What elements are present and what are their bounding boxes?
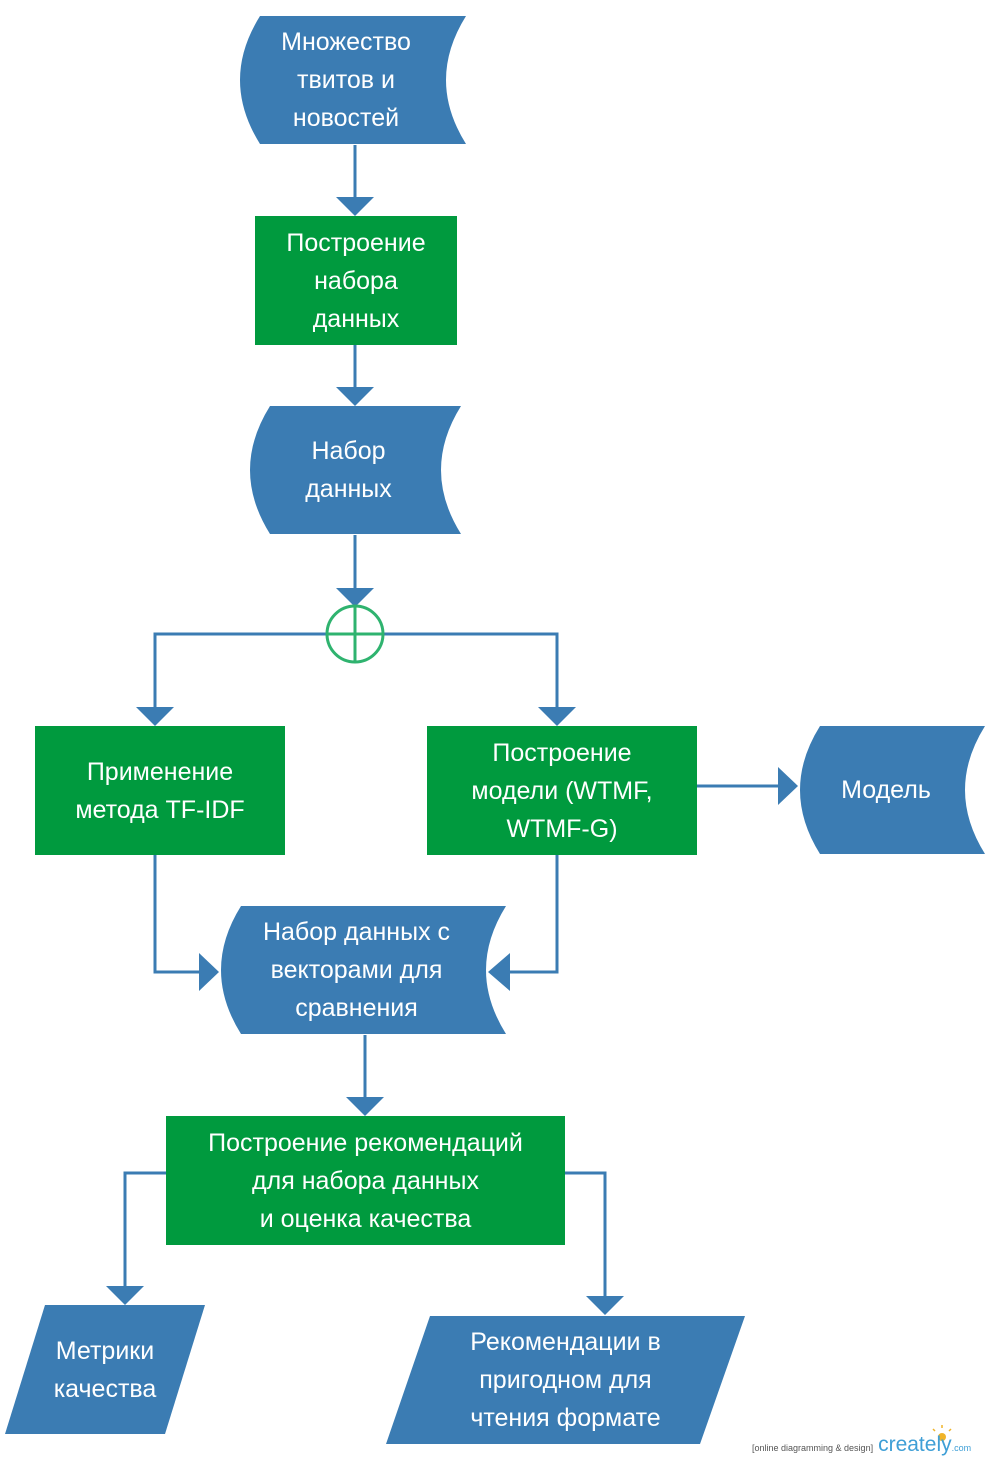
stored-data-tweets xyxy=(240,16,466,144)
arrowhead xyxy=(136,707,174,726)
stored-data-dataset xyxy=(250,406,461,534)
arrowhead xyxy=(336,197,374,216)
connector-recommend-to-readable xyxy=(565,1171,607,1298)
process-build-dataset xyxy=(255,216,457,345)
connector-junction-to-model-build xyxy=(384,632,559,709)
creately-bulb-icon xyxy=(932,1425,952,1441)
connector-model-build-to-vectors xyxy=(508,855,559,974)
or-junction-icon xyxy=(325,604,385,664)
arrowhead xyxy=(488,953,510,991)
data-readable xyxy=(386,1316,745,1444)
connector-tfidf-to-vectors xyxy=(153,855,201,974)
arrowhead xyxy=(336,588,374,607)
arrowhead xyxy=(199,953,219,991)
stored-data-vectors xyxy=(221,906,506,1034)
watermark-tag: [online diagramming & design] xyxy=(752,1443,874,1453)
connector-junction-to-tfidf xyxy=(153,632,326,709)
connector-recommend-to-metrics xyxy=(123,1171,166,1288)
stored-data-model xyxy=(800,726,985,854)
arrowhead xyxy=(346,1097,384,1116)
creately-watermark: [online diagramming & design] creately .… xyxy=(752,1433,988,1457)
data-metrics xyxy=(5,1305,205,1434)
process-tfidf xyxy=(35,726,285,855)
process-build-model xyxy=(427,726,697,855)
arrowhead xyxy=(336,387,374,406)
arrowhead xyxy=(538,707,576,726)
watermark-suffix: .com xyxy=(951,1443,972,1453)
watermark-brand: creately xyxy=(878,1433,952,1456)
arrowhead xyxy=(106,1286,144,1305)
arrowhead xyxy=(778,767,798,805)
process-recommend xyxy=(166,1116,565,1245)
arrowhead xyxy=(586,1296,624,1315)
